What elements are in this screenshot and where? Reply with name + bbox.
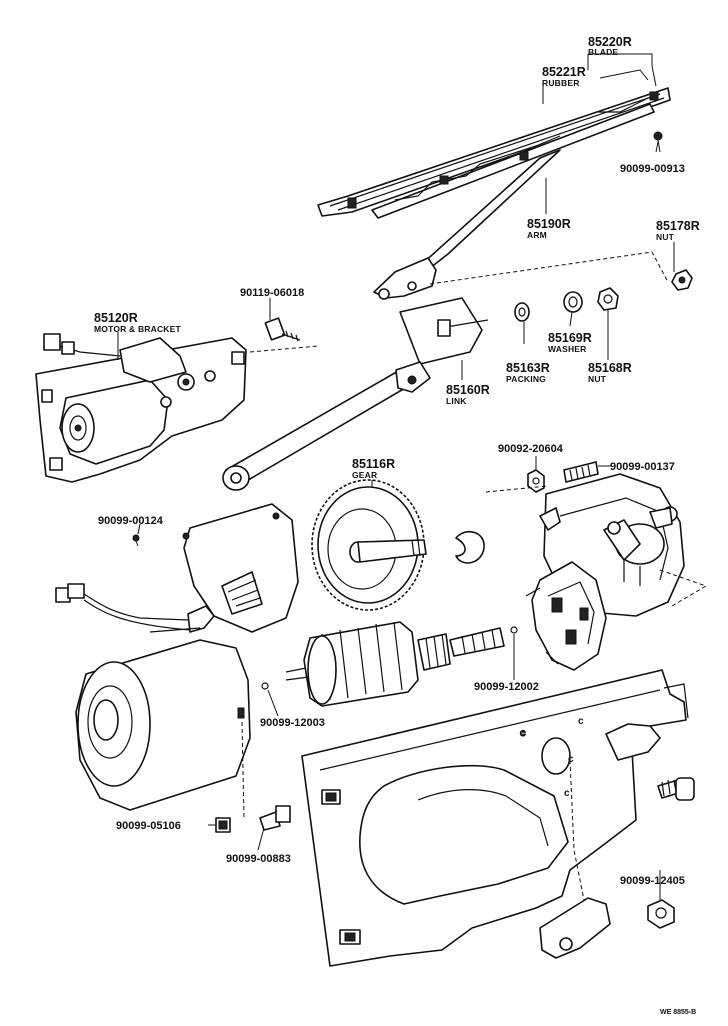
grommet-12405-drawing — [647, 899, 675, 929]
wiper-arm-drawing — [373, 149, 561, 300]
screw-00124-drawing — [132, 534, 140, 547]
label-85120R-name: MOTOR & BRACKET — [94, 324, 182, 334]
label-85221R-name: RUBBER — [542, 78, 580, 88]
wiper-blade-drawing — [317, 87, 671, 219]
label-85160R-number: 85160R — [446, 383, 490, 397]
clip-screw-drawing — [215, 805, 291, 833]
label-85120R-number: 85120R — [94, 311, 138, 325]
label-85163R-number: 85163R — [506, 361, 550, 375]
label-85169R-name: WASHER — [548, 344, 587, 354]
svg-text:c: c — [578, 716, 584, 727]
bolt-06018-drawing — [264, 317, 301, 342]
label-85220R-name: BLADE — [588, 47, 618, 57]
mount-bolt-drawing — [657, 777, 695, 801]
nut-spring-drawing — [527, 461, 599, 493]
nut-85178R-drawing — [671, 269, 693, 291]
label-90099-00137: 90099-00137 — [610, 461, 675, 473]
leader-lines — [117, 53, 675, 900]
label-90099-00124: 90099-00124 — [98, 515, 164, 527]
armature-drawing — [285, 621, 505, 707]
gear-cover-drawing — [182, 503, 299, 633]
connector-harness-drawing — [55, 583, 215, 633]
svg-text:c: c — [568, 754, 574, 765]
svg-text:c: c — [564, 788, 570, 799]
label-90099-05106: 90099-05106 — [116, 820, 181, 832]
motor-housing-drawing — [75, 639, 251, 811]
label-90099-00913: 90099-00913 — [620, 163, 685, 175]
part-labels: 85220R BLADE 85221R RUBBER 90099-00913 8… — [94, 35, 700, 1016]
packing-washer-nut-drawing — [514, 287, 619, 322]
label-85220R-number: 85220R — [588, 35, 632, 49]
link-drawing — [222, 297, 489, 491]
footer-code: WE 8855-B — [660, 1009, 696, 1016]
label-90099-00883: 90099-00883 — [226, 853, 291, 865]
motor-bracket-drawing — [35, 333, 247, 483]
label-90092-20604: 90092-20604 — [498, 443, 564, 455]
label-85168R-name: NUT — [588, 374, 607, 384]
label-85178R-number: 85178R — [656, 219, 700, 233]
label-85163R-name: PACKING — [506, 374, 546, 384]
label-85169R-number: 85169R — [548, 331, 592, 345]
label-90099-12405: 90099-12405 — [620, 875, 685, 887]
base-bracket-drawing: c c c c — [301, 669, 689, 967]
brush-holder-drawing — [525, 561, 607, 671]
label-90119-06018: 90119-06018 — [240, 287, 304, 299]
label-85221R-number: 85221R — [542, 65, 586, 79]
svg-text:c: c — [520, 728, 526, 739]
label-85160R-name: LINK — [446, 396, 467, 406]
screw-00913-drawing — [653, 131, 663, 153]
label-90099-12002: 90099-12002 — [474, 681, 539, 693]
label-85178R-name: NUT — [656, 232, 675, 242]
label-90099-12003: 90099-12003 — [260, 717, 325, 729]
label-85190R-number: 85190R — [527, 217, 571, 231]
label-85190R-name: ARM — [527, 230, 547, 240]
cam-plate-drawing — [455, 530, 485, 564]
label-85168R-number: 85168R — [588, 361, 632, 375]
label-85116R-number: 85116R — [352, 457, 395, 471]
label-85116R-name: GEAR — [352, 470, 377, 480]
gear-drawing — [311, 479, 427, 611]
